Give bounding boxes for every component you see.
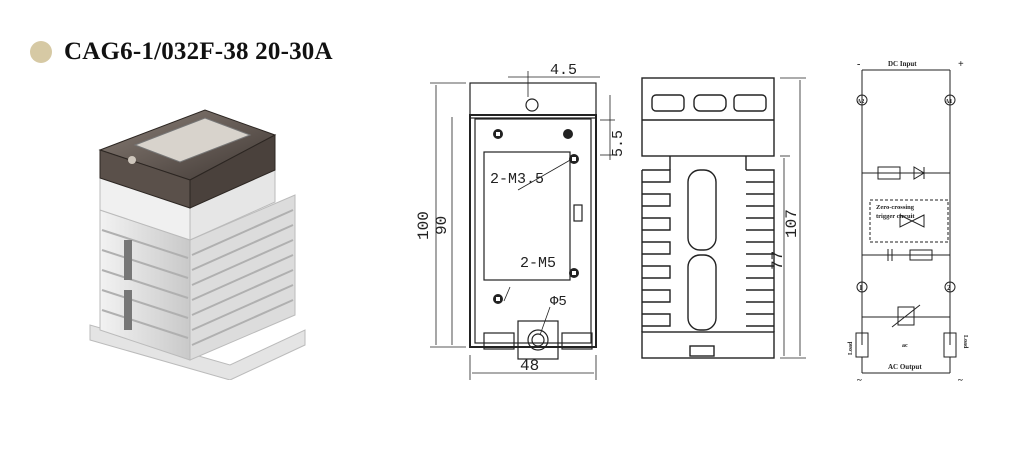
side-view-drawing: 107 77	[641, 77, 806, 359]
front-view-drawing: 4.5 5.5 100 90 2-M3.5 2-M5 Φ5 48	[415, 62, 627, 380]
hole-label: Φ5	[550, 294, 567, 310]
dc-input-label: DC Input	[888, 60, 917, 68]
terminal-a2-label: A2	[857, 99, 864, 105]
m35-label: 2-M3.5	[490, 171, 544, 188]
m5-label: 2-M5	[520, 255, 556, 272]
product-title-text: CAG6-1/032F-38 20-30A	[64, 38, 333, 65]
dim-inner-height-label: 90	[433, 216, 451, 235]
dim-body-label: 77	[769, 251, 787, 270]
zero-crossing-line2: trigger circuit	[876, 213, 915, 220]
terminal-2-label: 2	[947, 284, 951, 292]
terminal-1-label: 1	[859, 284, 863, 292]
dim-right-label: 5.5	[610, 130, 627, 157]
dim-width-label: 48	[520, 357, 539, 375]
ac-symbol-label: ac	[902, 343, 908, 349]
circuit-schematic: - + DC Input A2 A1 Zero-crossing trigger…	[848, 59, 968, 385]
dc-minus-label: -	[857, 59, 860, 70]
tilde-left-label: ~	[857, 375, 862, 385]
dc-plus-label: +	[958, 59, 964, 70]
dim-top-label: 4.5	[550, 62, 577, 79]
load-right-label: Load	[962, 335, 968, 349]
zero-crossing-line1: Zero-crossing	[876, 204, 915, 211]
tilde-right-label: ~	[958, 375, 963, 385]
ac-output-label: AC Output	[888, 363, 922, 371]
terminal-a1-label: A1	[945, 99, 952, 105]
product-title: CAG6-1/032F-38 20-30A	[30, 38, 333, 66]
dim-outer-height-label: 100	[415, 211, 433, 240]
product-photo	[89, 109, 306, 380]
load-left-label: Load	[848, 341, 854, 355]
bullet-dot-icon	[30, 41, 52, 63]
dim-total-label: 107	[783, 209, 801, 238]
